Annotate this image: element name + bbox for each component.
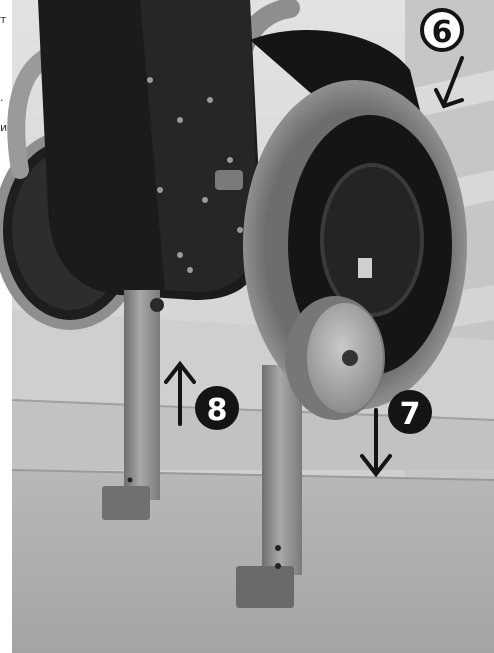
cropped-text-fragment: и [0, 122, 8, 134]
arrow-8-head [164, 360, 196, 384]
arrow-6 [442, 56, 464, 106]
leg-screw [275, 545, 281, 551]
support-leg-left [124, 290, 160, 500]
step-edge-line [11, 469, 494, 481]
leg-screw [275, 563, 281, 569]
arrow-6-head [434, 88, 464, 109]
caster-axle [342, 350, 358, 366]
cropped-text-fragment: т [0, 14, 7, 26]
leg-foot-left [102, 486, 150, 520]
callout-6-label: 6 [432, 15, 453, 50]
axle-bolt [215, 170, 243, 190]
callout-8-label: 8 [207, 393, 228, 428]
front-wheel-drum [320, 163, 424, 317]
leg-screw [127, 477, 133, 483]
chair-side-plate [140, 0, 258, 292]
arrow-7-head [360, 454, 392, 478]
callout-6: 6 [420, 8, 464, 109]
frame-tube [7, 46, 59, 179]
support-leg-right [262, 365, 302, 575]
callout-7-label: 7 [400, 397, 421, 432]
callout-7: 7 [360, 390, 432, 478]
callout-8: 8 [164, 360, 239, 430]
cropped-text-fragment: . [0, 92, 4, 104]
wheel-clip [358, 258, 372, 278]
floor [12, 470, 494, 653]
leg-foot-right [236, 566, 294, 608]
leg-bolt [150, 298, 164, 312]
